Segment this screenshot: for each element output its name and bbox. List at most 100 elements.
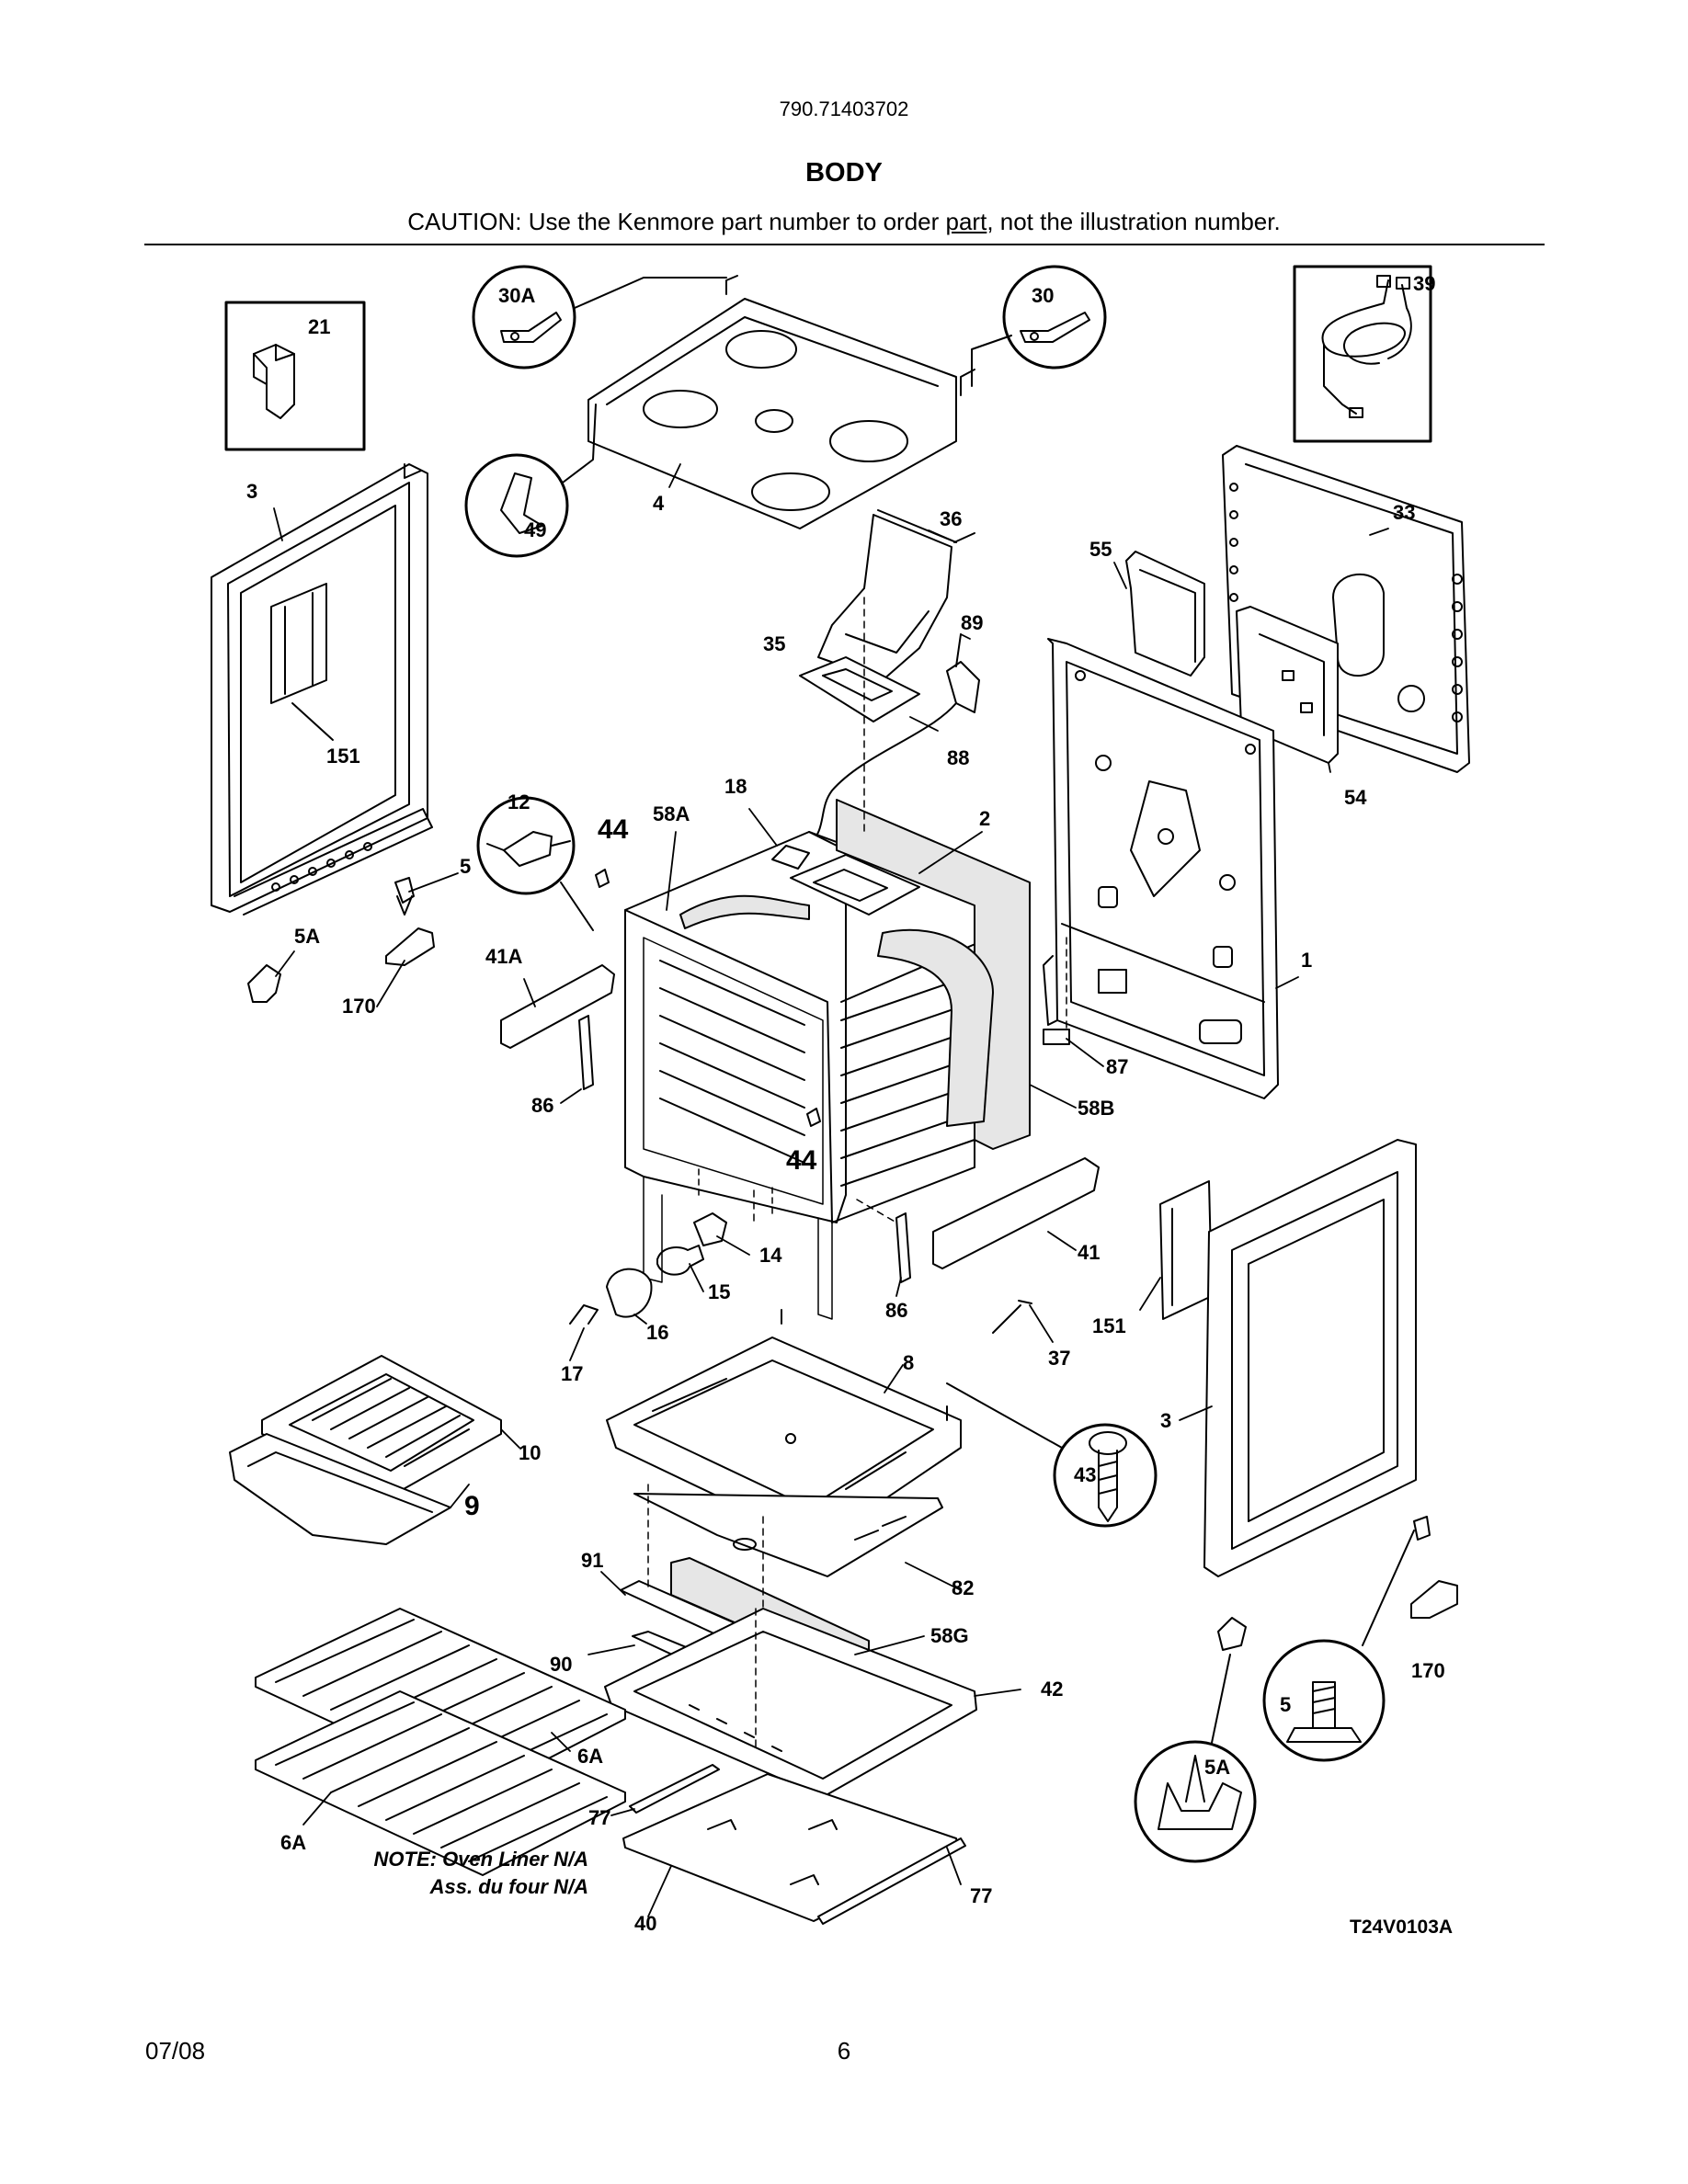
callout-6A-lower: 6A — [280, 1831, 306, 1854]
callout-89: 89 — [961, 611, 983, 634]
part-12-detail — [476, 796, 594, 931]
part-49-detail — [464, 404, 597, 558]
part-86-bracket-left — [578, 1015, 594, 1090]
part-77-slide-right — [817, 1837, 966, 1925]
part-151-right-bracket — [1159, 1180, 1213, 1320]
part-5A-detail — [1134, 1654, 1257, 1863]
part-15-bulb — [656, 1245, 704, 1276]
part-16-lens — [606, 1268, 653, 1318]
footer-date: 07/08 — [145, 2037, 206, 2065]
part-21-inset — [224, 301, 366, 451]
callout-36: 36 — [940, 507, 962, 530]
part-55-shield — [1125, 551, 1205, 677]
part-58A-insulation — [679, 894, 810, 929]
alignment-lines — [647, 597, 1067, 1752]
part-8-oven-bottom — [606, 1309, 962, 1545]
callout-30: 30 — [1032, 284, 1054, 307]
callout-86-right: 86 — [885, 1299, 907, 1322]
part-3-right-side-panel — [1203, 1139, 1417, 1577]
callout-54: 54 — [1344, 786, 1367, 809]
part-44-clips — [595, 869, 821, 1127]
part-5-leveler-right — [1413, 1516, 1431, 1541]
callout-8: 8 — [903, 1351, 914, 1374]
callout-87: 87 — [1106, 1055, 1128, 1078]
part-3-left-side-panel — [211, 463, 433, 916]
part-5-detail — [1262, 1530, 1415, 1762]
callout-91: 91 — [581, 1549, 603, 1572]
part-6A-rack-upper — [255, 1608, 626, 1793]
note-line-english: NOTE: Oven Liner N/A — [373, 1848, 588, 1871]
callout-14: 14 — [759, 1244, 782, 1267]
drawing-code: T24V0103A — [1350, 1917, 1454, 1938]
callout-9: 9 — [464, 1491, 480, 1521]
part-89-88-harness — [808, 633, 980, 847]
callout-16: 16 — [646, 1321, 668, 1344]
part-58B-insulation — [836, 799, 1031, 1150]
oven-liner-note: NOTE: Oven Liner N/A Ass. du four N/A — [276, 1846, 588, 1901]
part-30A-detail — [472, 265, 727, 370]
section-title: BODY — [805, 158, 883, 188]
header-rule — [144, 244, 1545, 245]
part-18-element — [771, 845, 810, 870]
callout-5A-left: 5A — [294, 925, 320, 948]
part-77-slide-left — [629, 1764, 720, 1814]
caution-after: , not the illustration number. — [987, 208, 1281, 235]
callout-3-left: 3 — [246, 480, 257, 503]
part-170-bracket-left — [385, 927, 435, 966]
callout-151-right: 151 — [1092, 1314, 1126, 1337]
callout-17: 17 — [561, 1362, 583, 1385]
callout-18: 18 — [724, 775, 747, 798]
callout-90: 90 — [550, 1653, 572, 1676]
caution-text: CAUTION: Use the Kenmore part number to … — [0, 208, 1688, 236]
callout-49: 49 — [524, 518, 546, 541]
part-40-drawer — [622, 1773, 959, 1922]
callout-151-left: 151 — [326, 745, 360, 768]
part-86-bracket-right — [895, 1212, 911, 1283]
callout-4: 4 — [653, 492, 665, 515]
part-5-leveler-left — [394, 877, 415, 916]
callout-77-left: 77 — [588, 1806, 610, 1829]
leader-lines — [273, 463, 1389, 1917]
part-9-broiler-pan — [229, 1433, 451, 1545]
callout-labels: 30A 30 39 21 3 4 49 36 33 55 89 35 88 15… — [246, 272, 1445, 1935]
part-170-bracket-right — [1410, 1580, 1458, 1619]
callout-6A-upper: 6A — [577, 1745, 603, 1768]
callout-58B: 58B — [1078, 1097, 1114, 1120]
callout-170-right: 170 — [1411, 1659, 1445, 1682]
callout-15: 15 — [708, 1280, 730, 1303]
callout-55: 55 — [1089, 538, 1112, 561]
part-82-heat-shield — [633, 1493, 943, 1577]
callout-88: 88 — [947, 746, 969, 769]
part-6A-rack-lower — [255, 1690, 626, 1876]
part-87-connector — [1043, 1029, 1070, 1045]
part-43-detail — [946, 1382, 1158, 1528]
caution-part-link: part — [945, 208, 987, 235]
note-line-french: Ass. du four N/A — [429, 1875, 588, 1898]
callout-41A: 41A — [485, 945, 522, 968]
callout-58A: 58A — [653, 802, 690, 825]
callout-30A: 30A — [498, 284, 535, 307]
callout-86-left: 86 — [531, 1094, 553, 1117]
callout-58G: 58G — [930, 1624, 969, 1647]
part-2-vent-collar — [790, 854, 920, 916]
callout-170-left: 170 — [342, 995, 376, 1018]
callout-5-right: 5 — [1280, 1693, 1291, 1716]
callout-44-bottom: 44 — [786, 1145, 817, 1176]
callout-21: 21 — [308, 315, 330, 338]
part-54-shield — [1236, 606, 1339, 764]
part-5A-bracket-right — [1217, 1617, 1247, 1651]
callout-82: 82 — [952, 1576, 974, 1599]
callout-77-right: 77 — [970, 1884, 992, 1907]
part-39-inset — [1293, 265, 1432, 443]
callout-40: 40 — [634, 1912, 656, 1935]
part-14-socket — [693, 1212, 727, 1246]
part-1-body-back-panel — [1043, 638, 1279, 1099]
part-4-top-panel — [587, 275, 975, 529]
part-37-sensor — [992, 1300, 1032, 1334]
callout-3-right: 3 — [1160, 1409, 1171, 1432]
callout-43: 43 — [1074, 1463, 1096, 1486]
callout-44-top: 44 — [598, 814, 629, 845]
callout-39: 39 — [1413, 272, 1435, 295]
callout-2: 2 — [979, 807, 990, 830]
